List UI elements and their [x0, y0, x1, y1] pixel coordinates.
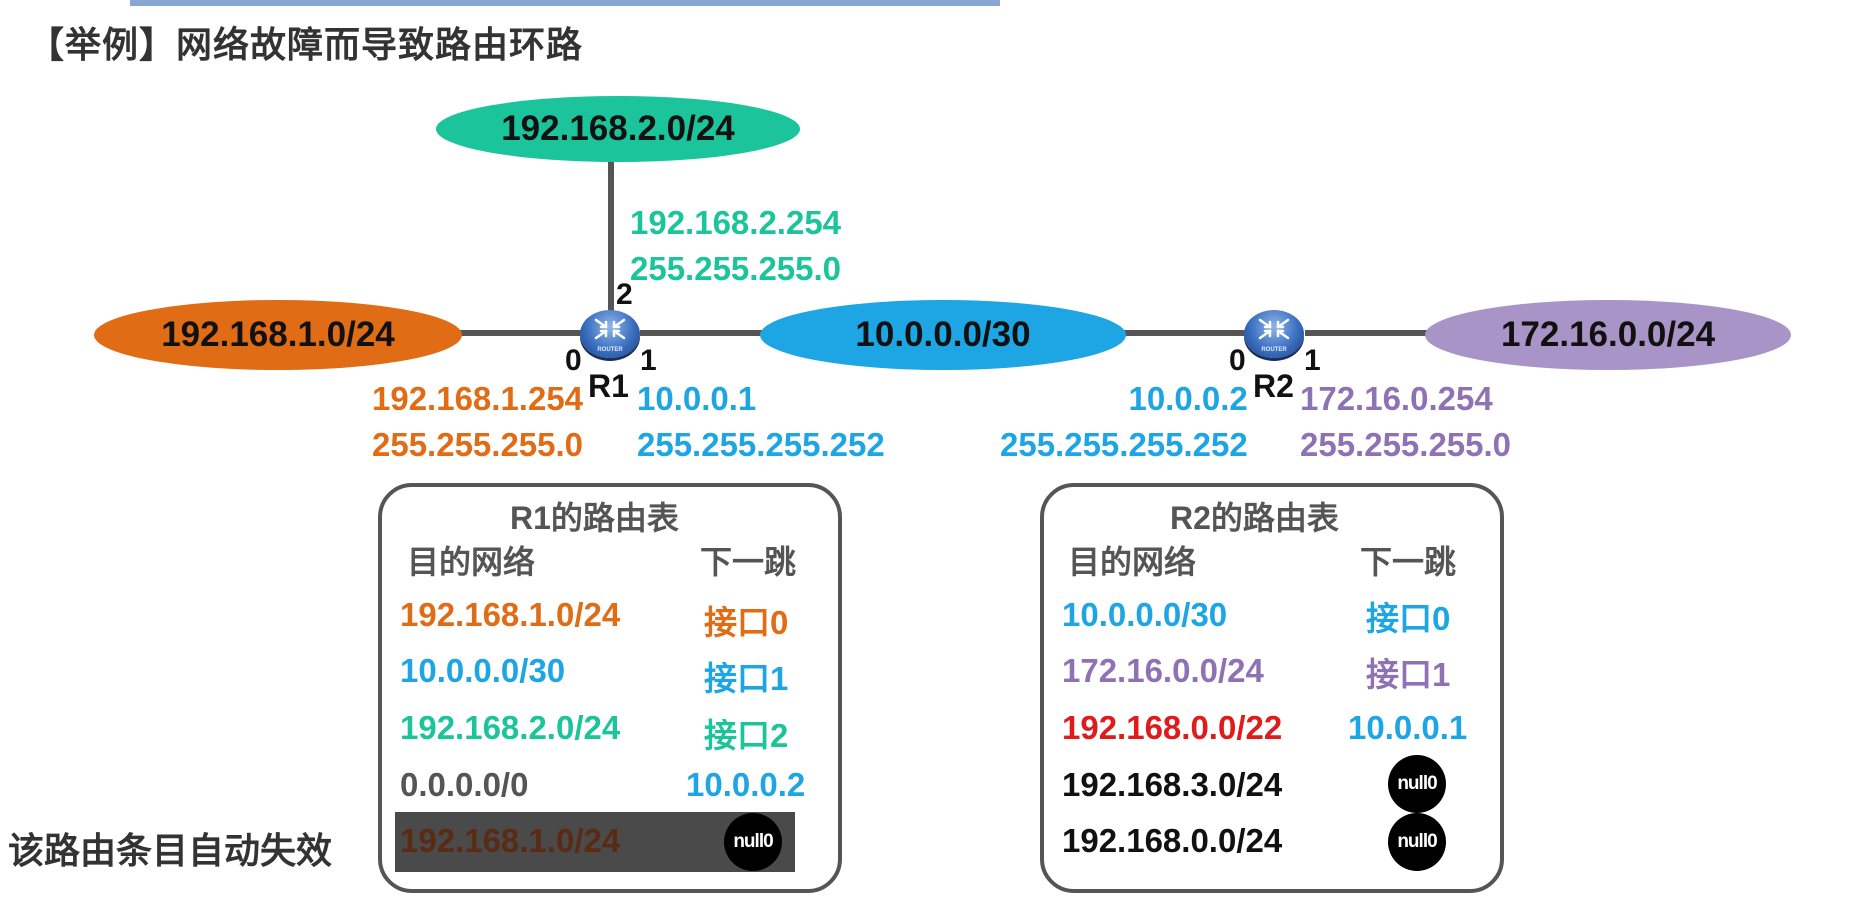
- r2-port1-address: 172.16.0.254 255.255.255.0: [1300, 376, 1511, 468]
- r1-port2-ip: 192.168.2.254: [630, 204, 842, 241]
- link-mid-r2: [1120, 330, 1250, 336]
- link-top-r1: [608, 158, 614, 338]
- router-icon-caption: ROUTER: [597, 347, 623, 353]
- r1-row1-next: 接口0: [704, 604, 789, 641]
- r1-row4-next: 10.0.0.2: [686, 766, 806, 803]
- network-top: 192.168.2.0/24: [436, 96, 800, 162]
- r1-row4-dest: 0.0.0.0/0: [400, 766, 529, 803]
- r2-port0-mask: 255.255.255.252: [1000, 426, 1248, 463]
- r1-port-1: 1: [640, 344, 657, 377]
- network-right-label: 172.16.0.0/24: [1500, 315, 1716, 354]
- router-icon-caption: ROUTER: [1261, 347, 1287, 353]
- r2-row5-next: null0: [1397, 831, 1437, 852]
- router-r1-name: R1: [588, 368, 629, 404]
- r1-port-0: 0: [565, 344, 582, 377]
- page-title: 【举例】网络故障而导致路由环路: [28, 24, 584, 65]
- r2-row1-next: 接口0: [1366, 600, 1451, 637]
- top-banner-strip: [130, 0, 1000, 6]
- r1-port0-address: 192.168.1.254 255.255.255.0: [372, 376, 583, 468]
- r2-row3-next: 10.0.0.1: [1348, 709, 1468, 746]
- r2-row2-next: 接口1: [1366, 656, 1451, 693]
- r2-row4-dest: 192.168.3.0/24: [1062, 766, 1283, 803]
- network-left-label: 192.168.1.0/24: [161, 315, 395, 354]
- r1-row1-dest: 192.168.1.0/24: [400, 596, 621, 633]
- r1-row2-next: 接口1: [704, 660, 789, 697]
- r2-col-dest: 目的网络: [1068, 544, 1197, 580]
- r1-port-2: 2: [616, 278, 633, 311]
- network-top-label: 192.168.2.0/24: [501, 109, 735, 148]
- r1-row5-next: null0: [733, 831, 773, 852]
- r2-port-1: 1: [1304, 344, 1321, 377]
- r1-port1-mask: 255.255.255.252: [637, 426, 885, 463]
- link-r1-mid: [640, 330, 770, 336]
- r1-port1-address: 10.0.0.1 255.255.255.252: [637, 376, 885, 468]
- r2-port0-ip: 10.0.0.2: [1128, 380, 1248, 417]
- null0-icon: null0: [1388, 755, 1446, 813]
- r2-port0-address: 10.0.0.2 255.255.255.252: [1000, 376, 1248, 468]
- r2-row5-dest: 192.168.0.0/24: [1062, 822, 1283, 859]
- r2-table-caption: R2的路由表: [1170, 500, 1339, 536]
- r1-port1-ip: 10.0.0.1: [637, 380, 757, 417]
- link-left-r1: [455, 330, 585, 336]
- r1-col-dest: 目的网络: [407, 544, 536, 580]
- r1-port2-address: 192.168.2.254 255.255.255.0: [630, 200, 841, 292]
- r2-row2-dest: 172.16.0.0/24: [1062, 652, 1264, 689]
- r1-row3-dest: 192.168.2.0/24: [400, 709, 621, 746]
- r1-table-caption: R1的路由表: [510, 500, 679, 536]
- r1-port2-mask: 255.255.255.0: [630, 250, 842, 287]
- network-middle: 10.0.0.0/30: [760, 300, 1126, 370]
- r2-col-next: 下一跳: [1360, 544, 1457, 580]
- r1-row5-dest: 192.168.1.0/24: [400, 822, 621, 859]
- router-icon: ROUTER: [1244, 310, 1304, 358]
- link-r2-right: [1305, 330, 1435, 336]
- r1-col-next: 下一跳: [700, 544, 797, 580]
- null0-icon: null0: [1388, 813, 1446, 871]
- network-right: 172.16.0.0/24: [1425, 300, 1791, 370]
- r1-port0-ip: 192.168.1.254: [372, 380, 584, 417]
- network-middle-label: 10.0.0.0/30: [855, 315, 1031, 354]
- r1-row3-next: 接口2: [704, 717, 789, 754]
- r2-row1-dest: 10.0.0.0/30: [1062, 596, 1228, 633]
- router-icon: ROUTER: [580, 310, 640, 358]
- null0-icon: null0: [724, 813, 782, 871]
- r2-port-0: 0: [1229, 344, 1246, 377]
- router-r2-name: R2: [1253, 368, 1294, 404]
- network-left: 192.168.1.0/24: [94, 300, 462, 370]
- r2-port1-mask: 255.255.255.0: [1300, 426, 1512, 463]
- r1-port0-mask: 255.255.255.0: [372, 426, 584, 463]
- r1-row2-dest: 10.0.0.0/30: [400, 652, 566, 689]
- r2-port1-ip: 172.16.0.254: [1300, 380, 1493, 417]
- r2-row3-dest: 192.168.0.0/22: [1062, 709, 1283, 746]
- r2-row4-next: null0: [1397, 773, 1437, 794]
- invalid-route-note: 该路由条目自动失效: [8, 830, 333, 871]
